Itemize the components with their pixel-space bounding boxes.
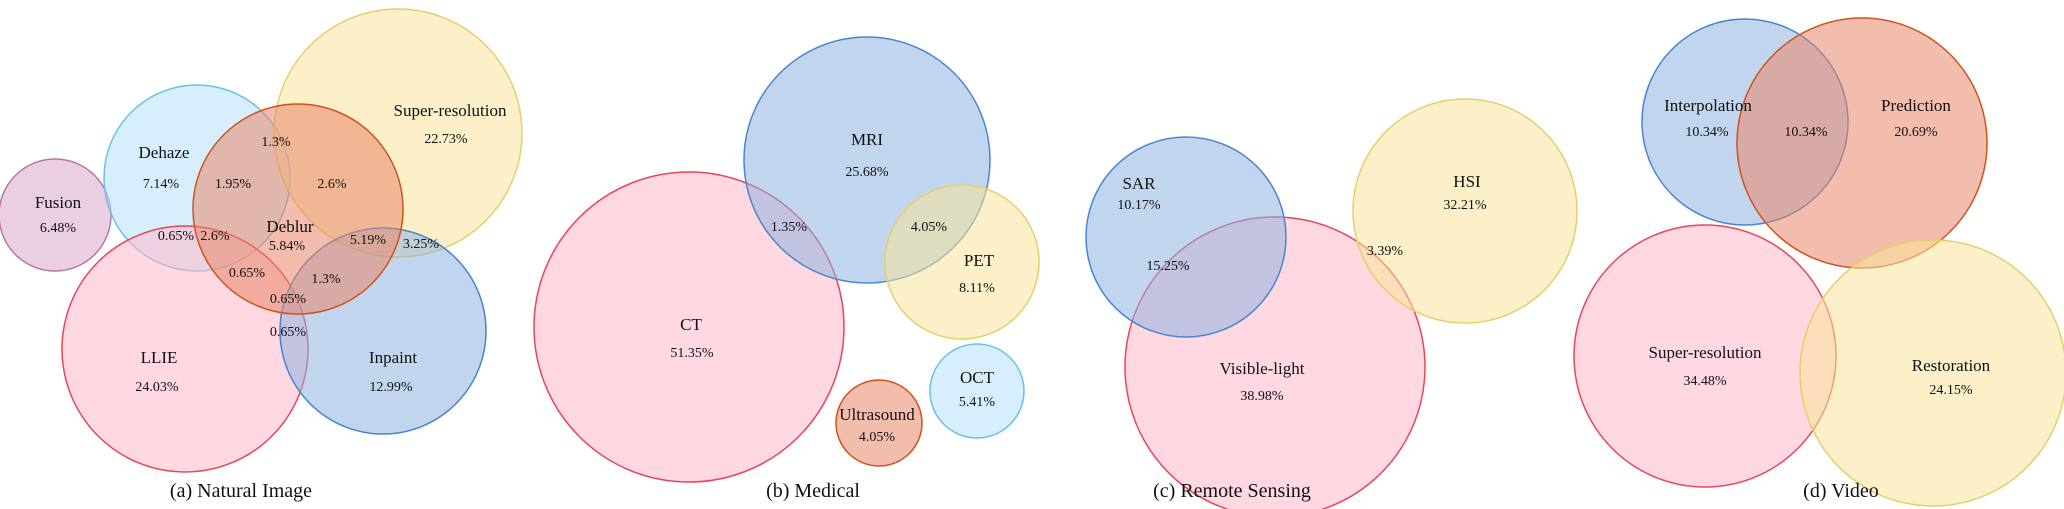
- venn-panel-1: Fusion 6.48% Dehaze 7.14% Super-resolution 22…: [0, 8, 523, 502]
- pct-ct: 51.35%: [670, 346, 714, 361]
- pct-deblur: 5.84%: [269, 239, 306, 254]
- circle-oct: [929, 343, 1025, 439]
- label-prediction: Prediction: [1881, 96, 1951, 115]
- circle-fusion: [0, 158, 112, 272]
- label-sar: SAR: [1122, 174, 1156, 193]
- overlap-pct: 5.19%: [350, 233, 387, 248]
- pct-interpolation: 10.34%: [1685, 125, 1729, 140]
- label-super-resolution: Super-resolution: [394, 101, 507, 120]
- circle-ct: [533, 171, 845, 483]
- circle-sar: [1085, 136, 1287, 338]
- pct-super-resolution: 22.73%: [424, 132, 468, 147]
- pct-mri: 25.68%: [845, 165, 889, 180]
- overlap-pct: 0.65%: [270, 325, 307, 340]
- overlap-pct: 1.95%: [215, 177, 252, 192]
- venn-panel-4: Interpolation 10.34% Prediction 20.69% Super…: [1573, 17, 2064, 507]
- label-llie: LLIE: [141, 348, 178, 367]
- pct-fusion: 6.48%: [40, 221, 77, 236]
- pct-inpaint: 12.99%: [369, 380, 413, 395]
- pct-restoration: 24.15%: [1929, 383, 1973, 398]
- panel-caption: (a) Natural Image: [170, 480, 312, 502]
- pct-prediction: 20.69%: [1894, 125, 1938, 140]
- circle-deblur: [192, 103, 404, 315]
- pct-sar: 10.17%: [1117, 198, 1161, 213]
- circle-prediction: [1736, 17, 1988, 269]
- circle-restoration: [1799, 239, 2064, 507]
- panel-caption: (b) Medical: [766, 480, 860, 502]
- label-deblur: Deblur: [266, 217, 314, 236]
- circle-ultrasound: [835, 379, 923, 467]
- overlap-pct: 0.65%: [270, 292, 307, 307]
- pct-dehaze: 7.14%: [143, 177, 180, 192]
- circle-hsi: [1352, 98, 1578, 324]
- label-ct: CT: [680, 315, 702, 334]
- label-inpaint: Inpaint: [369, 348, 417, 367]
- pct-visible-light: 38.98%: [1240, 389, 1284, 404]
- pct-hsi: 32.21%: [1443, 198, 1487, 213]
- overlap-pct: 4.05%: [911, 220, 948, 235]
- label-visible-light: Visible-light: [1220, 359, 1305, 378]
- overlap-pct: 10.34%: [1784, 125, 1828, 140]
- label-dehaze: Dehaze: [139, 143, 190, 162]
- label-restoration: Restoration: [1912, 356, 1991, 375]
- overlap-pct: 2.6%: [200, 229, 230, 244]
- panel-caption: (d) Video: [1803, 480, 1879, 502]
- label-pet: PET: [964, 251, 995, 270]
- label-video-super-resolution: Super-resolution: [1649, 343, 1762, 362]
- overlap-pct: 15.25%: [1146, 259, 1190, 274]
- overlap-pct: 1.35%: [771, 220, 808, 235]
- overlap-pct: 1.3%: [311, 272, 341, 287]
- venn-panel-3: Visible-light 38.98% HSI 32.21% SAR 10.17% 15.…: [1085, 98, 1578, 509]
- panel-caption: (c) Remote Sensing: [1153, 480, 1311, 502]
- label-mri: MRI: [851, 130, 883, 149]
- pct-llie: 24.03%: [135, 380, 179, 395]
- circle-pet: [884, 184, 1040, 340]
- overlap-pct: 2.6%: [317, 177, 347, 192]
- pct-oct: 5.41%: [959, 395, 996, 410]
- label-ultrasound: Ultrasound: [839, 405, 915, 424]
- label-hsi: HSI: [1453, 172, 1481, 191]
- label-fusion: Fusion: [35, 193, 82, 212]
- pct-ultrasound: 4.05%: [859, 430, 896, 445]
- label-interpolation: Interpolation: [1664, 96, 1752, 115]
- overlap-pct: 3.25%: [403, 237, 440, 252]
- overlap-pct: 1.3%: [261, 135, 291, 150]
- pct-video-super-resolution: 34.48%: [1683, 374, 1727, 389]
- overlap-pct: 0.65%: [229, 266, 266, 281]
- overlap-pct: 3.39%: [1367, 244, 1404, 259]
- venn-panel-2: CT 51.35% MRI 25.68% PET 8.11% Ultrasound 4.05%…: [533, 36, 1040, 502]
- pct-pet: 8.11%: [959, 281, 995, 296]
- overlap-pct: 0.65%: [158, 229, 195, 244]
- label-oct: OCT: [960, 368, 995, 387]
